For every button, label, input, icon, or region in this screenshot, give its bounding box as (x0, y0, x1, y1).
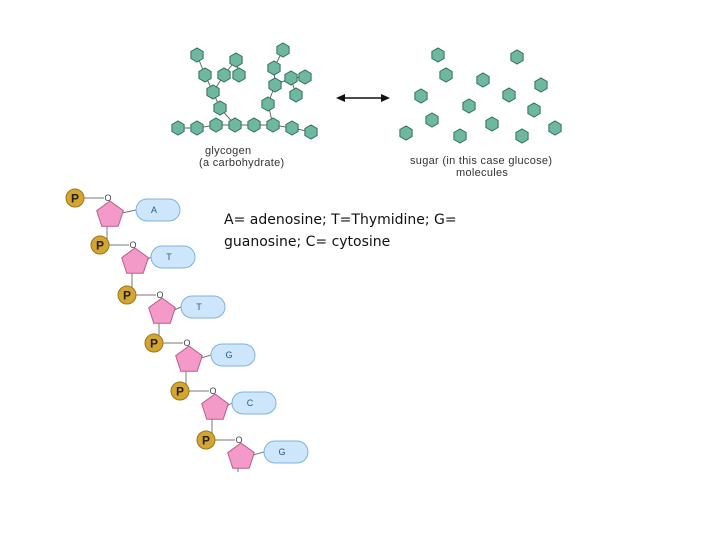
glucose-molecule-hexagon (485, 116, 499, 132)
glucose-unit-hexagon (171, 120, 185, 136)
glucose-unit-hexagon (217, 67, 231, 83)
glucose-molecule-hexagon (510, 49, 524, 65)
nucleotide-base (263, 440, 309, 464)
phosphate-group (90, 235, 110, 255)
glucose-unit-hexagon (198, 67, 212, 83)
glucose-unit-hexagon (229, 52, 243, 68)
nucleotide-base (150, 245, 196, 269)
sugar-label: sugar (in this case glucose) molecules (410, 155, 570, 179)
base-letter: G (225, 350, 232, 360)
glucose-molecule-hexagon (453, 128, 467, 144)
glucose-unit-hexagon (276, 42, 290, 58)
deoxyribose-sugar (148, 297, 176, 324)
oxygen-label: O (129, 240, 136, 250)
oxygen-label: O (156, 290, 163, 300)
base-letter: T (166, 252, 172, 262)
glycosidic-bond (121, 209, 137, 214)
glucose-unit-hexagon (209, 117, 223, 133)
glycosidic-bond (252, 451, 265, 456)
glucose-unit-hexagon (228, 117, 242, 133)
caption-text: A= adenosine; T=Thymidine; G= guanosine;… (224, 212, 457, 250)
sugar-label-line1: sugar (in this case glucose) (410, 155, 553, 167)
glycogen-molecule (171, 42, 318, 140)
glucose-unit-hexagon (232, 67, 246, 83)
glucose-unit-hexagon (266, 117, 280, 133)
glucose-molecule-hexagon (399, 125, 413, 141)
glucose-unit-hexagon (267, 60, 281, 76)
nucleotide-base (180, 295, 226, 319)
glucose-molecule-hexagon (548, 120, 562, 136)
glucose-unit-hexagon (304, 124, 318, 140)
glucose-unit-hexagon (285, 120, 299, 136)
phosphate-group (170, 381, 190, 401)
glycogen-label: glycogen (a carbohydrate) (199, 145, 295, 169)
phosphate-group (144, 333, 164, 353)
phosphate-label: P (202, 434, 210, 448)
nucleotide-base (135, 198, 181, 222)
base-letter: A (151, 205, 157, 215)
glucose-unit-hexagon (190, 47, 204, 63)
base-letter: G (278, 447, 285, 457)
base-letter: C (247, 398, 254, 408)
phosphate-label: P (123, 289, 131, 303)
glycogen-label-line1: glycogen (205, 145, 252, 157)
glucose-molecule-hexagon (431, 47, 445, 63)
nucleotide-base (231, 391, 277, 415)
nucleotide-base (210, 343, 256, 367)
deoxyribose-sugar (201, 393, 229, 420)
glucose-unit-hexagon (190, 120, 204, 136)
phosphate-group (117, 285, 137, 305)
glucose-molecule-hexagon (527, 102, 541, 118)
phosphate-label: P (71, 192, 79, 206)
dna-strand: P O A P O T P O T P O G P O C P O G (65, 188, 309, 472)
base-letter: T (196, 302, 202, 312)
oxygen-label: O (209, 386, 216, 396)
glucose-molecules (399, 47, 562, 144)
double-headed-arrow-icon (336, 94, 390, 102)
glucose-molecule-hexagon (414, 88, 428, 104)
oxygen-label: O (183, 338, 190, 348)
glucose-unit-hexagon (289, 87, 303, 103)
oxygen-label: O (104, 193, 111, 203)
glycosidic-bond (200, 354, 212, 359)
phosphate-label: P (96, 239, 104, 253)
glucose-unit-hexagon (247, 117, 261, 133)
glucose-molecule-hexagon (534, 77, 548, 93)
glucose-molecule-hexagon (515, 128, 529, 144)
glucose-unit-hexagon (268, 77, 282, 93)
glucose-unit-hexagon (213, 100, 227, 116)
oxygen-label: O (235, 435, 242, 445)
phosphate-label: P (150, 337, 158, 351)
glucose-molecule-hexagon (462, 98, 476, 114)
glucose-unit-hexagon (261, 96, 275, 112)
glucose-unit-hexagon (298, 69, 312, 85)
glucose-unit-hexagon (206, 84, 220, 100)
sugar-label-line2: molecules (456, 167, 509, 179)
glucose-molecule-hexagon (476, 72, 490, 88)
deoxyribose-sugar (227, 442, 255, 469)
deoxyribose-sugar (121, 247, 149, 274)
phosphate-label: P (176, 385, 184, 399)
phosphate-group (65, 188, 85, 208)
deoxyribose-sugar (96, 200, 124, 227)
glucose-molecule-hexagon (425, 112, 439, 128)
glycogen-label-line2: (a carbohydrate) (199, 157, 285, 169)
glucose-molecule-hexagon (502, 87, 516, 103)
deoxyribose-sugar (175, 345, 203, 372)
glucose-unit-hexagon (284, 70, 298, 86)
glucose-molecule-hexagon (439, 67, 453, 83)
phosphate-group (196, 430, 216, 450)
